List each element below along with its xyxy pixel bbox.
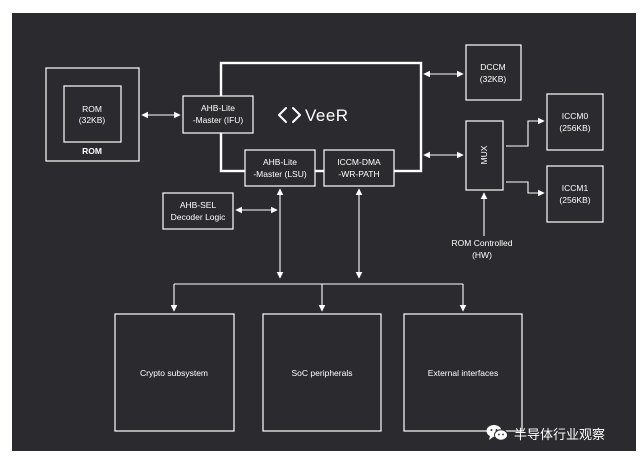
veer-logo: VeeR (278, 106, 349, 125)
ahb-lite-ifu-line1: AHB-Lite (201, 103, 235, 113)
soc-peripherals-label: SoC peripherals (292, 368, 353, 378)
veer-logo-text: VeeR (305, 106, 349, 125)
iccm1-line2: (256KB) (559, 195, 590, 205)
external-interfaces-box (403, 313, 523, 432)
ahb-lite-lsu-line2: -Master (LSU) (253, 169, 307, 179)
rom-inner-line1: ROM (82, 104, 102, 114)
mux-label: MUX (479, 145, 489, 164)
ahb-sel-line1: AHB-SEL (180, 200, 217, 210)
iccm-dma-wr-path-box (323, 149, 395, 187)
dccm-line2: (32KB) (480, 74, 507, 84)
ahb-lite-master-ifu-box (182, 95, 254, 134)
iccm0-box (546, 93, 604, 151)
dccm-box (465, 44, 522, 101)
iccm1-box (546, 165, 604, 223)
crypto-subsystem-label: Crypto subsystem (140, 368, 208, 378)
ahb-lite-ifu-line2: -Master (IFU) (193, 115, 244, 125)
ahb-sel-decoder-box (162, 192, 234, 230)
watermark: 半导体行业观察 (486, 422, 605, 444)
iccm1-line1: ICCM1 (562, 183, 589, 193)
rom-inner-box (63, 85, 122, 143)
mux-to-iccm1-arrow (506, 181, 545, 197)
wechat-icon (486, 425, 508, 441)
iccm-dma-line2: -WR-PATH (338, 169, 379, 179)
dccm-line1: DCCM (480, 62, 506, 72)
rom-controlled-line1: ROM Controlled (452, 238, 513, 248)
rom-outer-label: ROM (82, 146, 102, 156)
watermark-text: 半导体行业观察 (514, 427, 606, 443)
veer-logo-icon (278, 107, 301, 123)
iccm0-line1: ICCM0 (562, 111, 589, 121)
ahb-lite-master-lsu-box (244, 149, 316, 187)
rom-controlled-line2: (HW) (472, 250, 492, 260)
soc-peripherals-box (262, 313, 382, 432)
crypto-subsystem-box (114, 313, 235, 432)
iccm0-line2: (256KB) (559, 123, 590, 133)
rom-inner-line2: (32KB) (79, 115, 106, 125)
iccm-dma-line1: ICCM-DMA (337, 157, 381, 167)
external-interfaces-label: External interfaces (428, 368, 498, 378)
rom-outer-box (45, 67, 140, 162)
ahb-lite-lsu-line1: AHB-Lite (263, 157, 297, 167)
mux-box (465, 120, 504, 191)
ahb-sel-line2: Decoder Logic (171, 212, 227, 222)
mux-to-iccm0-arrow (506, 117, 545, 147)
